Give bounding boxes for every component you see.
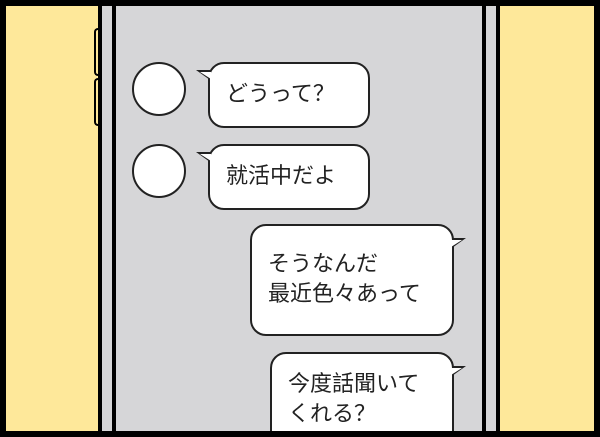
message-bubble-incoming: どうって？: [196, 62, 370, 128]
message-text-line-1: 今度話聞いて: [288, 372, 420, 397]
message-text: 就活中だよ: [226, 164, 337, 189]
message-text: どうって？: [226, 82, 335, 107]
message-bubble-outgoing: 今度話聞いて くれる？: [270, 352, 466, 431]
message-bubble-outgoing: そうなんだ 最近色々あって: [250, 224, 466, 336]
message-text-line-2: 最近色々あって: [268, 282, 421, 307]
chat-screen: どうって？ 就活中だよ そうなんだ 最近色々あって 今度話聞いて くれる？: [116, 6, 482, 431]
message-text-line-2: くれる？: [288, 402, 377, 427]
message-text-line-1: そうなんだ: [268, 252, 379, 277]
contact-avatar-icon: [132, 62, 186, 116]
contact-avatar-icon: [132, 144, 186, 198]
message-bubble-incoming: 就活中だよ: [196, 144, 370, 210]
